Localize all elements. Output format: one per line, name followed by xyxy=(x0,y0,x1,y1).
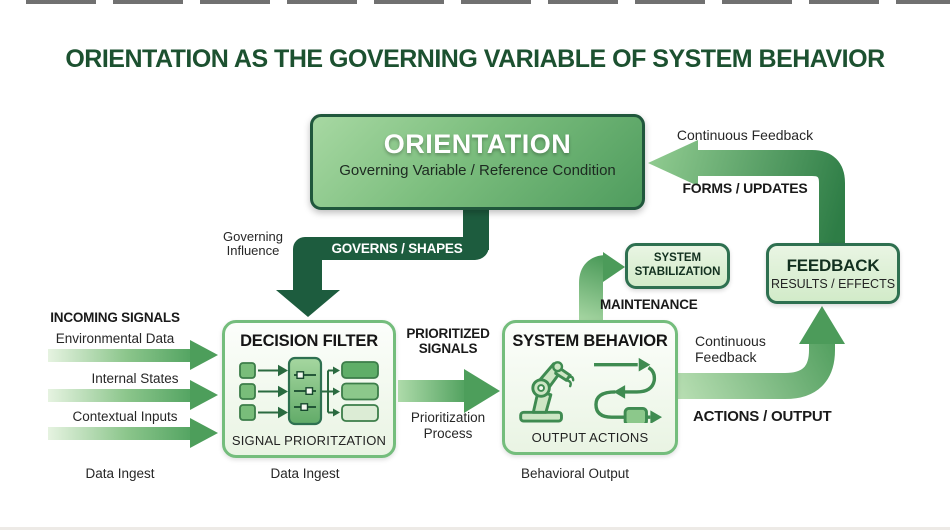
robot-arm-icon xyxy=(519,361,575,423)
decision-filter-icon xyxy=(239,356,379,426)
decision-filter-box: DECISION FILTER xyxy=(222,320,396,458)
orientation-title: ORIENTATION xyxy=(383,129,572,159)
feedback-to-orientation-arrow xyxy=(648,140,845,250)
signal-label-contextual: Contextual Inputs xyxy=(72,409,178,424)
actions-output-label: ACTIONS / OUTPUT xyxy=(693,408,832,425)
incoming-arrow-shaft xyxy=(48,389,190,402)
signal-prioritization-caption: SIGNAL PRIORITZATION xyxy=(231,433,387,448)
governs-shapes-label: GOVERNS / SHAPES xyxy=(331,241,463,256)
incoming-arrow-shaft xyxy=(48,427,190,440)
incoming-signals-header: INCOMING SIGNALS xyxy=(50,310,180,325)
prioritized-arrowhead-icon xyxy=(464,369,500,413)
governs-arrowhead-icon xyxy=(276,290,340,317)
system-behavior-box: SYSTEM BEHAVIOR xyxy=(502,320,678,455)
decision-filter-title: DECISION FILTER xyxy=(240,332,378,350)
continuous-feedback-top-label: Continuous Feedback xyxy=(676,127,814,143)
system-behavior-title: SYSTEM BEHAVIOR xyxy=(512,332,668,350)
page-title: ORIENTATION AS THE GOVERNING VARIABLE OF… xyxy=(65,45,885,73)
prioritized-signals-label: PRIORITIZED SIGNALS xyxy=(406,326,490,357)
governing-influence-label: Governing Influence xyxy=(223,229,283,259)
incoming-arrowhead-icon xyxy=(190,418,218,448)
data-ingest-label-mid: Data Ingest xyxy=(270,466,340,481)
incoming-arrow-shaft xyxy=(48,349,190,362)
prioritized-arrow-shaft xyxy=(398,380,464,402)
governs-arrow-bar xyxy=(293,237,489,260)
signal-label-internal: Internal States xyxy=(91,371,179,386)
maintenance-arrow xyxy=(579,252,625,328)
process-loop-icon xyxy=(594,357,663,423)
forms-updates-label: FORMS / UPDATES xyxy=(682,180,808,196)
cropped-top-strip xyxy=(26,0,950,4)
continuous-feedback-right-label: Continuous Feedback xyxy=(695,333,766,366)
orientation-subtitle: Governing Variable / Reference Condition xyxy=(339,162,616,179)
feedback-title: FEEDBACK xyxy=(786,256,880,275)
cropped-bottom-strip xyxy=(0,527,950,530)
maintenance-label: MAINTENANCE xyxy=(600,297,698,312)
incoming-arrowhead-icon xyxy=(190,380,218,410)
output-actions-caption: OUTPUT ACTIONS xyxy=(531,430,649,445)
data-ingest-label-left: Data Ingest xyxy=(85,466,155,481)
signal-label-environmental: Environmental Data xyxy=(55,331,175,346)
prioritization-process-label: Prioritization Process xyxy=(410,410,486,441)
behavior-to-feedback-arrow xyxy=(675,306,845,399)
feedback-box: FEEDBACK RESULTS / EFFECTS xyxy=(766,243,900,304)
system-stabilization-title: SYSTEM STABILIZATION xyxy=(634,252,721,278)
feedback-subtitle: RESULTS / EFFECTS xyxy=(770,277,896,291)
behavioral-output-label: Behavioral Output xyxy=(520,466,630,481)
incoming-arrowhead-icon xyxy=(190,340,218,370)
system-stabilization-box: SYSTEM STABILIZATION xyxy=(625,243,730,289)
governs-arrow-shaft xyxy=(293,250,322,292)
orientation-box: ORIENTATION Governing Variable / Referen… xyxy=(310,114,645,210)
